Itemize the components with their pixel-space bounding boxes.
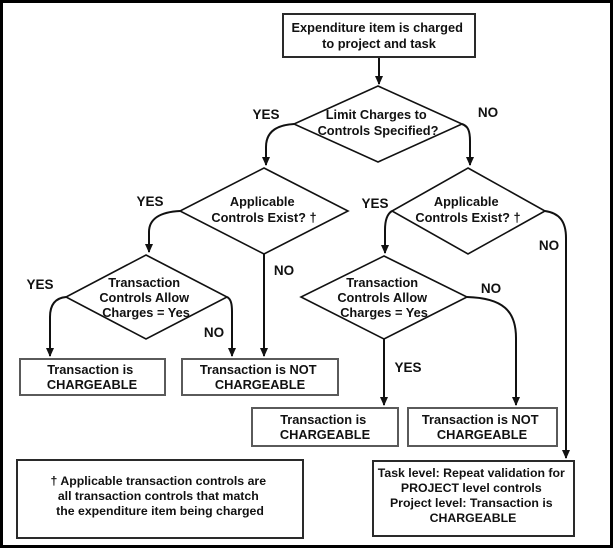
label-applicable-right-no: NO: [539, 238, 559, 253]
label-limit-charges-yes: YES: [252, 107, 279, 122]
edge-allow-left-yes: [46, 296, 67, 357]
node-footnote: † Applicable transaction controls are al…: [16, 459, 304, 539]
limit-charges-text: Limit Charges to Controls Specified?: [318, 107, 439, 138]
node-applicable-controls-left: Applicable Controls Exist? †: [178, 167, 350, 255]
controls-allow-left-text: Transaction Controls Allow Charges = Yes: [99, 275, 192, 320]
controls-allow-right-text: Transaction Controls Allow Charges = Yes: [337, 275, 430, 320]
edge-limit-no: [461, 123, 474, 166]
label-allow-left-no: NO: [204, 325, 224, 340]
node-chargeable-right: Transaction is CHARGEABLE: [251, 407, 399, 447]
label-limit-charges-no: NO: [478, 105, 498, 120]
not-chargeable-left-box: [181, 358, 339, 396]
node-not-chargeable-left: Transaction is NOT CHARGEABLE: [181, 358, 339, 396]
node-not-chargeable-right: Transaction is NOT CHARGEABLE: [407, 407, 558, 447]
label-applicable-left-yes: YES: [136, 194, 163, 209]
label-applicable-right-yes: YES: [361, 196, 388, 211]
not-chargeable-right-box: [407, 407, 558, 447]
node-chargeable-left: Transaction is CHARGEABLE: [19, 358, 166, 396]
node-controls-allow-right: Transaction Controls Allow Charges = Yes: [299, 255, 469, 340]
edge-applicable-left-yes: [145, 210, 181, 253]
applicable-controls-right-text: Applicable Controls Exist? †: [415, 194, 520, 225]
not-chargeable-left-text: Transaction is NOT CHARGEABLE: [200, 362, 320, 392]
node-applicable-controls-right: Applicable Controls Exist? †: [390, 167, 547, 255]
applicable-controls-right-diamond: [390, 167, 547, 255]
node-limit-charges: Limit Charges to Controls Specified?: [292, 85, 464, 163]
footnote-box: [16, 459, 304, 539]
label-applicable-left-no: NO: [274, 263, 294, 278]
not-chargeable-right-text: Transaction is NOT CHARGEABLE: [422, 412, 542, 442]
edge-applicable-right-yes: [381, 210, 393, 254]
edge-allow-right-no: [466, 296, 520, 406]
node-expenditure-charged: Expenditure item is charged to project a…: [282, 13, 476, 58]
footnote-text: † Applicable transaction controls are al…: [51, 474, 270, 518]
expenditure-charged-text: Expenditure item is charged to project a…: [292, 20, 467, 51]
node-controls-allow-left: Transaction Controls Allow Charges = Yes: [64, 254, 229, 340]
chargeable-right-text: Transaction is CHARGEABLE: [280, 412, 371, 442]
expenditure-charged-box: [282, 13, 476, 58]
label-allow-right-yes: YES: [394, 360, 421, 375]
applicable-controls-left-diamond: [178, 167, 350, 255]
chargeable-left-text: Transaction is CHARGEABLE: [47, 362, 138, 392]
limit-charges-diamond: [292, 85, 464, 163]
applicable-controls-left-text: Applicable Controls Exist? †: [211, 194, 316, 225]
task-level-result-text: Task level: Repeat validation for PROJEC…: [378, 466, 568, 525]
label-allow-right-no: NO: [481, 281, 501, 296]
edge-limit-yes: [262, 123, 295, 166]
task-level-result-box: [372, 460, 575, 537]
node-task-level-result: Task level: Repeat validation for PROJEC…: [372, 460, 575, 537]
label-allow-left-yes: YES: [26, 277, 53, 292]
controls-allow-left-diamond: [64, 254, 229, 340]
edge-allow-left-no: [226, 296, 236, 357]
chargeable-right-box: [251, 407, 399, 447]
chargeable-left-box: [19, 358, 166, 396]
controls-allow-right-diamond: [299, 255, 469, 340]
edge-applicable-right-no: [544, 210, 570, 459]
